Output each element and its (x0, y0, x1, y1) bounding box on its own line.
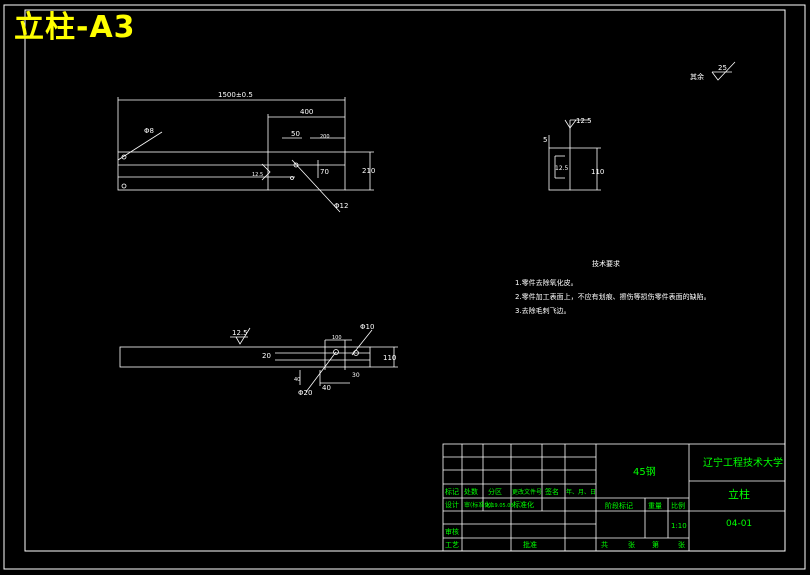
bottom-hole-phi10: Φ10 (360, 323, 374, 331)
sheet-label-sheets1: 张 (628, 540, 635, 549)
row2-label-date: 2019.05.08 (485, 503, 514, 509)
row3-label-review: 审核 (445, 527, 459, 536)
dim-segment-length: 400 (300, 108, 313, 116)
dim-50: 50 (291, 130, 300, 138)
dim-200: 200 (320, 134, 330, 140)
front-view-bar (117, 151, 269, 191)
weight-label: 重量 (648, 502, 662, 510)
header-label-change-doc: 更改文件号 (512, 488, 542, 496)
section-dim-110: 110 (591, 168, 604, 176)
header-label-signature: 签名 (545, 487, 559, 496)
section-roughness: 12.5 (576, 117, 592, 125)
bottom-dim-40: 40 (322, 384, 331, 392)
sheet-label-total: 共 (601, 540, 608, 549)
outer-frame (3, 4, 806, 570)
surface-finish-note (711, 61, 736, 81)
header-label-mark: 标记 (445, 487, 459, 496)
surface-finish-label: 其余 (690, 72, 704, 81)
bottom-dim-40b: 40 (294, 377, 300, 383)
title-block-drawing-no: 04-01 (726, 519, 752, 529)
section-view (548, 119, 601, 191)
stage-label: 阶段标记 (605, 501, 633, 510)
row4-label-process: 工艺 (445, 541, 459, 549)
section-dim-12: 12.5 (555, 165, 569, 172)
sheet-label-no: 第 (652, 540, 659, 549)
bottom-hole-phi20: Φ20 (298, 389, 312, 397)
sheet-title: 立柱-A3 (14, 10, 136, 45)
hole-large-label: Φ12 (334, 202, 348, 210)
bottom-roughness: 12.5 (232, 329, 248, 337)
bottom-dim-110: 110 (383, 354, 396, 362)
header-label-count: 处数 (464, 487, 478, 496)
title-block-school: 辽宁工程技术大学 (703, 456, 783, 469)
header-label-zone: 分区 (488, 487, 502, 496)
dim-70: 70 (320, 168, 329, 176)
row2-label-design: 设计 (445, 500, 459, 509)
surface-finish-value: 25 (718, 64, 727, 72)
section-dim-5: 5 (543, 136, 547, 144)
inner-frame (24, 9, 786, 552)
tech-requirement-2: 2.零件加工表面上，不应有划痕、擦伤等损伤零件表面的缺陷。 (515, 292, 711, 301)
row2-label-standardize: 标准化 (513, 500, 534, 509)
tech-requirement-1: 1.零件去除氧化皮。 (515, 278, 578, 287)
dim-210: 210 (362, 167, 375, 175)
row2-label-std: 审(标准化) (464, 501, 493, 509)
approve-label: 批准 (523, 540, 537, 549)
hole-small-label: Φ8 (144, 127, 154, 135)
bottom-dim-30: 30 (352, 372, 360, 379)
bottom-dim-100: 100 (332, 335, 342, 341)
dim-12-5: 12.5 (252, 172, 263, 178)
bottom-view (119, 327, 398, 393)
title-block (442, 443, 786, 552)
front-view (117, 97, 374, 213)
tech-requirements-heading: 技术要求 (592, 259, 620, 268)
scale-label: 比例 (671, 501, 685, 510)
dim-overall-length: 1500±0.5 (218, 91, 253, 99)
header-label-date: 年、月、日 (566, 488, 596, 496)
bottom-dim-20: 20 (262, 352, 271, 360)
title-block-part-name: 立柱 (728, 487, 750, 501)
title-block-material: 45钢 (633, 465, 656, 478)
sheet-label-sheets2: 张 (678, 540, 685, 549)
tech-requirement-3: 3.去除毛刺飞边。 (515, 306, 571, 315)
title-block-scale: 1:10 (671, 522, 687, 530)
